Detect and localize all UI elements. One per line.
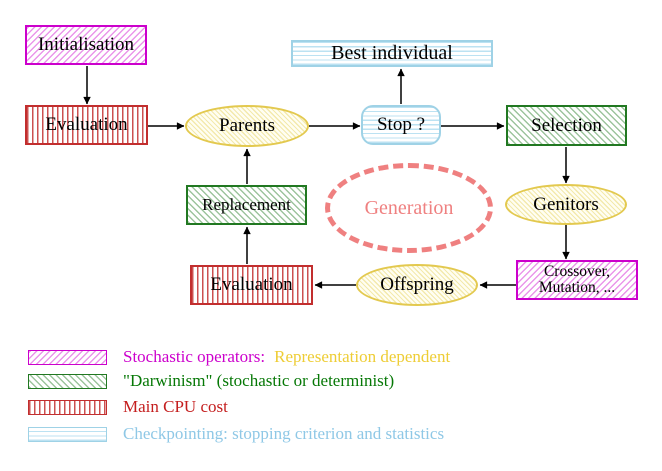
crossover-line1: Crossover, — [543, 262, 611, 280]
legend-swatch-darwinism — [28, 373, 107, 389]
node-best-individual: Best individual — [291, 40, 493, 67]
node-stop: Stop ? — [361, 105, 441, 145]
generation-label: Generation — [364, 196, 454, 219]
node-offspring: Offspring — [356, 264, 478, 306]
node-initialisation: Initialisation — [25, 25, 147, 65]
legend-row-checkpointing: Checkpointing: stopping criterion and st… — [28, 424, 444, 444]
node-selection: Selection — [506, 105, 627, 146]
node-replacement: Replacement — [186, 185, 307, 225]
legend-text-darwinism: "Darwinism" (stochastic or determinist) — [123, 371, 395, 390]
legend-row-cpu: Main CPU cost — [28, 397, 228, 417]
legend-swatch-checkpointing — [28, 426, 107, 442]
node-evaluation-bottom: Evaluation — [190, 265, 313, 305]
legend-text-representation: Representation dependent — [274, 347, 451, 366]
node-evaluation-top: Evaluation — [25, 105, 148, 145]
legend-swatch-stochastic — [28, 349, 107, 365]
node-crossover-mutation: Crossover, Mutation, ... — [516, 260, 638, 300]
legend-row-stochastic: Stochastic operators: Representation dep… — [28, 347, 450, 367]
generation-dashed-ellipse: Generation — [325, 163, 493, 253]
legend-text-checkpointing: Checkpointing: stopping criterion and st… — [123, 424, 445, 443]
legend-text-stochastic: Stochastic operators: — [123, 347, 266, 366]
legend-swatch-cpu — [28, 399, 107, 415]
node-genitors: Genitors — [505, 184, 627, 225]
legend-row-darwinism: "Darwinism" (stochastic or determinist) — [28, 371, 394, 391]
legend-text-cpu: Main CPU cost — [123, 397, 228, 416]
crossover-line2: Mutation, ... — [538, 279, 616, 296]
node-parents: Parents — [185, 105, 309, 147]
